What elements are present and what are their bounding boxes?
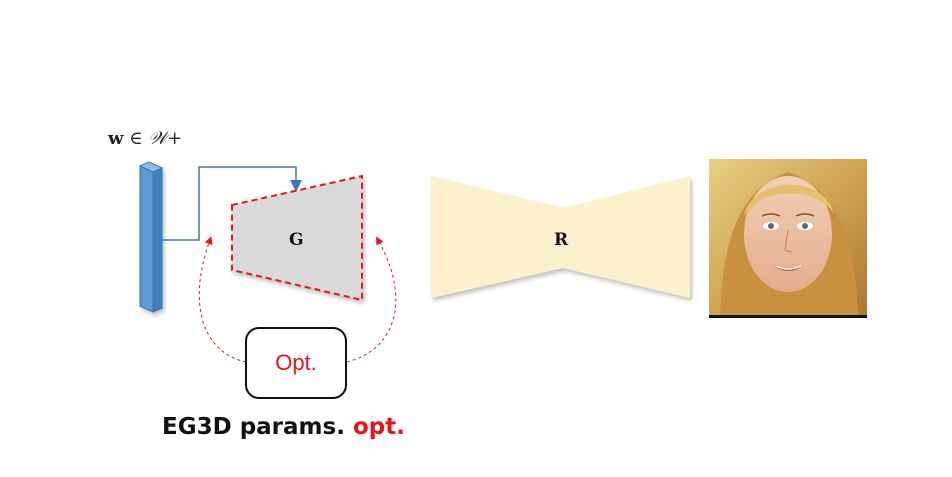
renderer-label: R — [554, 230, 569, 250]
latent-to-generator-arrow — [162, 166, 302, 241]
latent-symbol: w — [108, 128, 124, 149]
latent-space: 𝒲+ — [148, 128, 183, 149]
caption: EG3D params. opt. — [162, 414, 405, 440]
latent-relation: ∈ — [129, 128, 143, 149]
opt-loop-right-arrow — [346, 236, 397, 363]
generator-block — [231, 174, 363, 302]
generator-label: G — [289, 230, 304, 250]
latent-code-bar — [138, 161, 164, 313]
caption-main: EG3D params. — [162, 414, 345, 440]
latent-code-label: w ∈ 𝒲+ — [108, 128, 182, 149]
face-photo-icon — [709, 159, 867, 318]
renderer-block — [431, 176, 690, 298]
caption-accent: opt. — [352, 414, 405, 440]
optimizer-label: Opt. — [275, 350, 317, 375]
optimizer-box: Opt. — [245, 327, 347, 399]
